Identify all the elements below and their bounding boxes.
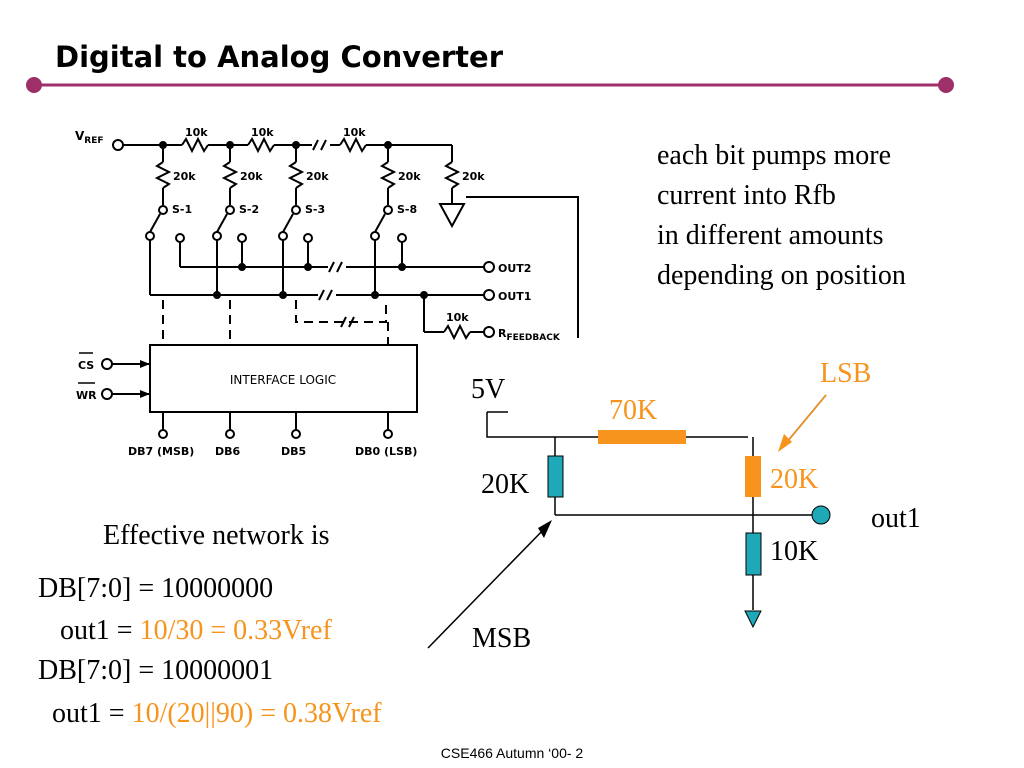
equation-line-3: DB[7:0] = 10000001 [38, 655, 274, 686]
description-line: each bit pumps more [657, 140, 892, 171]
r10k-label-1: 10k [185, 126, 208, 139]
out1-label: OUT1 [498, 290, 531, 303]
r20k-label-4: 20k [398, 170, 421, 183]
interface-logic-label: INTERFACE LOGIC [230, 373, 336, 387]
resistor-10k [745, 532, 762, 576]
switch-label-3: S-3 [305, 203, 325, 216]
db5-label: DB5 [281, 445, 306, 458]
out2-label: OUT2 [498, 262, 531, 275]
schematic-labels: VREF 10k 10k 10k 20k 20k 20k 20k 20k S-1… [75, 126, 561, 458]
r-right-label: 20K [770, 464, 819, 495]
effective-network [427, 394, 827, 649]
resistor-70k [598, 430, 686, 444]
description-line: depending on position [657, 260, 906, 291]
rfeedback-label: RFEEDBACK [498, 327, 561, 343]
r20k-label-2: 20k [240, 170, 263, 183]
lsb-label: LSB [820, 358, 872, 389]
description-line: current into Rfb [657, 180, 836, 211]
db7-label: DB7 (MSB) [128, 445, 194, 458]
equation-line-1: DB[7:0] = 10000000 [38, 573, 274, 604]
equation-prefix: out1 = [52, 698, 132, 729]
description: each bit pumps more current into Rfb in … [657, 136, 906, 296]
msb-arrowhead [538, 520, 552, 538]
r-top-label: 70K [609, 395, 658, 426]
cs-label: CS [78, 359, 94, 372]
equation-value: 10/(20||90) = 0.38Vref [131, 698, 382, 729]
r-left-label: 20K [481, 469, 530, 500]
equation-prefix: out1 = [60, 615, 140, 646]
equation-line-4: out1 = 10/(20||90) = 0.38Vref [52, 698, 382, 730]
slide-footer: CSE466 Autumn ‘00- 2 [440, 745, 584, 761]
r20k-label-3: 20k [306, 170, 329, 183]
db0-label: DB0 (LSB) [355, 445, 417, 458]
resistor-20k-right [745, 456, 761, 497]
title-divider [26, 77, 954, 93]
lsb-arrowhead [778, 434, 792, 452]
ground-symbol [744, 610, 762, 629]
r10k-label-3: 10k [343, 126, 366, 139]
rfb-10k-label: 10k [446, 311, 469, 324]
out1-terminal [811, 505, 831, 525]
switch-label-8: S-8 [397, 203, 417, 216]
switch-label-1: S-1 [172, 203, 192, 216]
dac-schematic [78, 136, 579, 439]
msb-label: MSB [472, 623, 532, 654]
vref-label: VREF [75, 129, 104, 146]
out1-network-label: out1 [871, 503, 921, 534]
r-bottom-label: 10K [770, 536, 819, 567]
wr-label: WR [76, 389, 97, 402]
resistor-20k-left [547, 455, 564, 498]
r10k-label-2: 10k [251, 126, 274, 139]
effective-heading: Effective network is [103, 520, 330, 551]
r20k-label-1: 20k [173, 170, 196, 183]
slide-title: Digital to Analog Converter [55, 40, 503, 74]
supply-label: 5V [471, 374, 506, 405]
switch-label-2: S-2 [239, 203, 259, 216]
equation-value: 10/30 = 0.33Vref [139, 615, 332, 646]
db6-label: DB6 [215, 445, 241, 458]
r20k-label-term: 20k [462, 170, 485, 183]
equation-line-2: out1 = 10/30 = 0.33Vref [60, 615, 332, 647]
description-line: in different amounts [657, 220, 884, 251]
